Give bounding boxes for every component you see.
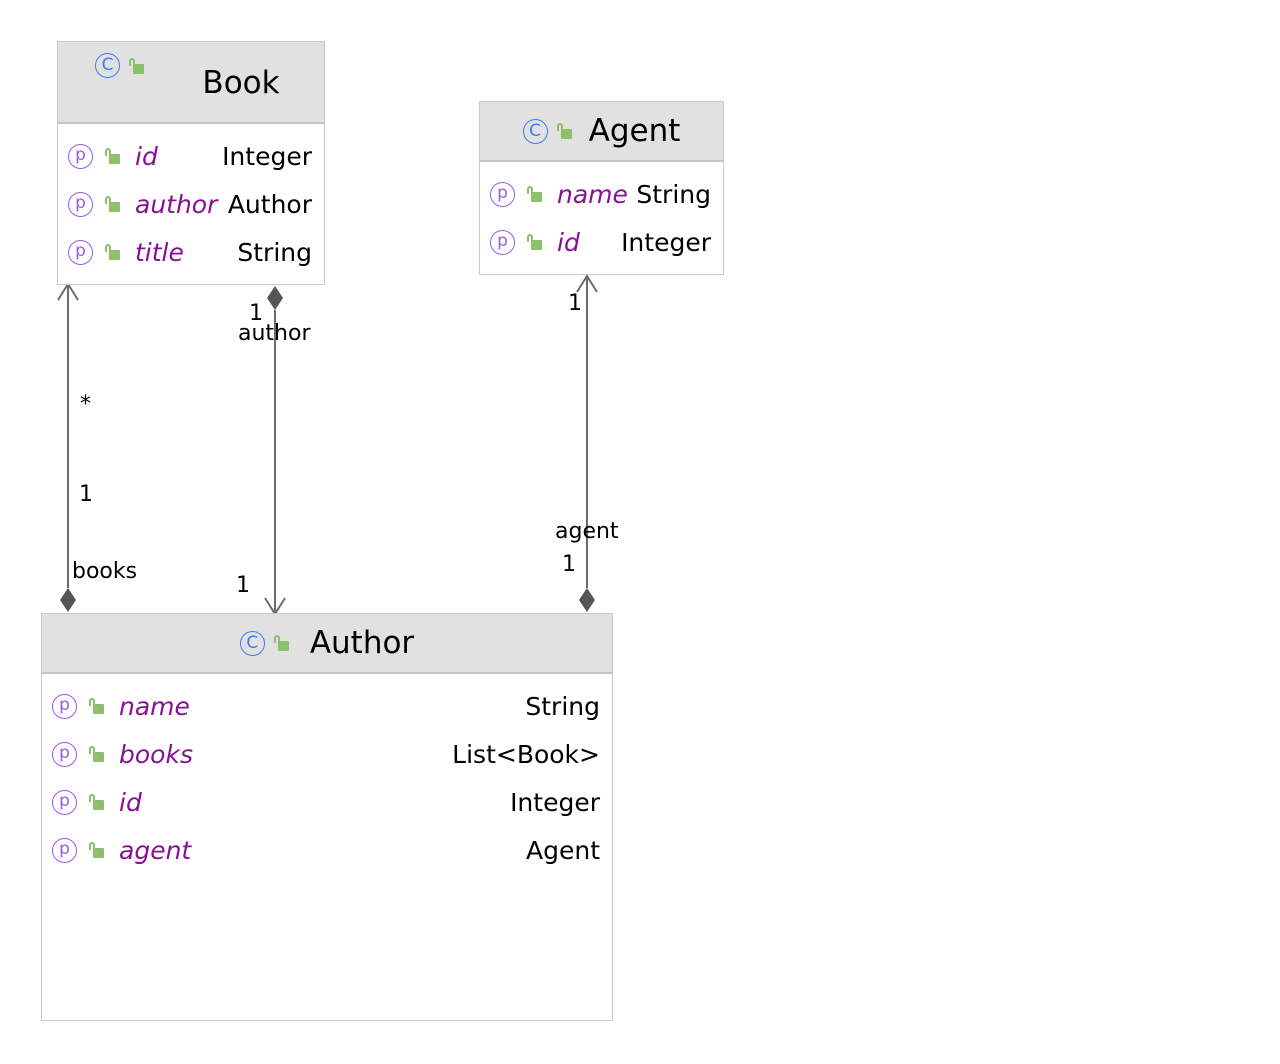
books-role-label: books (72, 559, 138, 584)
public-visibility-icon (105, 147, 121, 165)
field-name: author (135, 189, 218, 219)
field-type: Integer (621, 227, 711, 257)
property-icon: p (68, 239, 93, 265)
class-header: C Agent (480, 102, 723, 162)
public-visibility-icon (527, 185, 543, 203)
property-icon: p (490, 181, 515, 207)
field-row[interactable]: p author Author (58, 184, 324, 224)
public-visibility-icon (105, 195, 121, 213)
books-multiplicity-one: 1 (79, 482, 93, 507)
diamond-author-books (60, 588, 76, 612)
property-icon: p (490, 229, 515, 255)
class-name: Author (309, 624, 415, 661)
field-row[interactable]: p books List<Book> (42, 734, 612, 774)
diamond-book-author (267, 286, 283, 310)
field-type: String (636, 179, 711, 209)
class-header: C Book (58, 42, 324, 124)
property-icon: p (52, 741, 77, 767)
public-visibility-icon (556, 122, 573, 140)
class-name: Agent (588, 112, 681, 149)
field-name: id (557, 227, 580, 257)
field-type: Author (227, 189, 312, 219)
field-row[interactable]: p id Integer (42, 782, 612, 822)
field-type: Integer (510, 787, 600, 817)
field-row[interactable]: p name String (480, 174, 723, 214)
property-icon: p (52, 693, 77, 719)
field-type: Agent (526, 835, 600, 865)
agent-multiplicity-top: 1 (568, 291, 582, 316)
field-name: name (119, 691, 190, 721)
field-name: name (557, 179, 628, 209)
class-author[interactable]: C Author p name String p books List<Book… (41, 613, 613, 1021)
public-visibility-icon (89, 841, 105, 859)
class-icon: C (95, 53, 145, 78)
field-row[interactable]: p agent Agent (42, 830, 612, 870)
field-type: String (525, 691, 600, 721)
class-icon: C (522, 118, 573, 144)
class-name: Book (202, 64, 280, 101)
field-type: Integer (222, 141, 312, 171)
property-icon: p (68, 191, 93, 217)
public-visibility-icon (129, 57, 145, 75)
public-visibility-icon (273, 634, 290, 652)
class-icon: C (239, 630, 290, 656)
field-name: books (119, 739, 193, 769)
author-role-label: author (238, 321, 311, 346)
field-row[interactable]: p title String (58, 232, 324, 272)
public-visibility-icon (527, 233, 543, 251)
class-agent[interactable]: C Agent p name String p id Integer (479, 101, 724, 275)
public-visibility-icon (89, 793, 105, 811)
property-icon: p (52, 837, 77, 863)
field-name: title (135, 237, 184, 267)
author-multiplicity-top: 1 (249, 301, 263, 326)
class-book[interactable]: C Book p id Integer p author Author p ti… (57, 41, 325, 285)
public-visibility-icon (105, 243, 121, 261)
property-icon: p (68, 143, 93, 169)
field-type: List<Book> (452, 739, 600, 769)
author-multiplicity-bottom: 1 (236, 573, 250, 598)
books-multiplicity-many: * (80, 392, 91, 417)
field-type: String (237, 237, 312, 267)
field-row[interactable]: p id Integer (58, 136, 324, 176)
field-name: id (135, 141, 158, 171)
field-name: agent (119, 835, 192, 865)
arrowhead-agent (576, 274, 598, 293)
agent-multiplicity-bottom: 1 (562, 552, 576, 577)
diamond-author-agent (579, 588, 595, 612)
property-icon: p (52, 789, 77, 815)
public-visibility-icon (89, 745, 105, 763)
field-row[interactable]: p id Integer (480, 222, 723, 262)
public-visibility-icon (89, 697, 105, 715)
class-header: C Author (42, 614, 612, 674)
field-name: id (119, 787, 142, 817)
field-row[interactable]: p name String (42, 686, 612, 726)
agent-role-label: agent (555, 519, 619, 544)
